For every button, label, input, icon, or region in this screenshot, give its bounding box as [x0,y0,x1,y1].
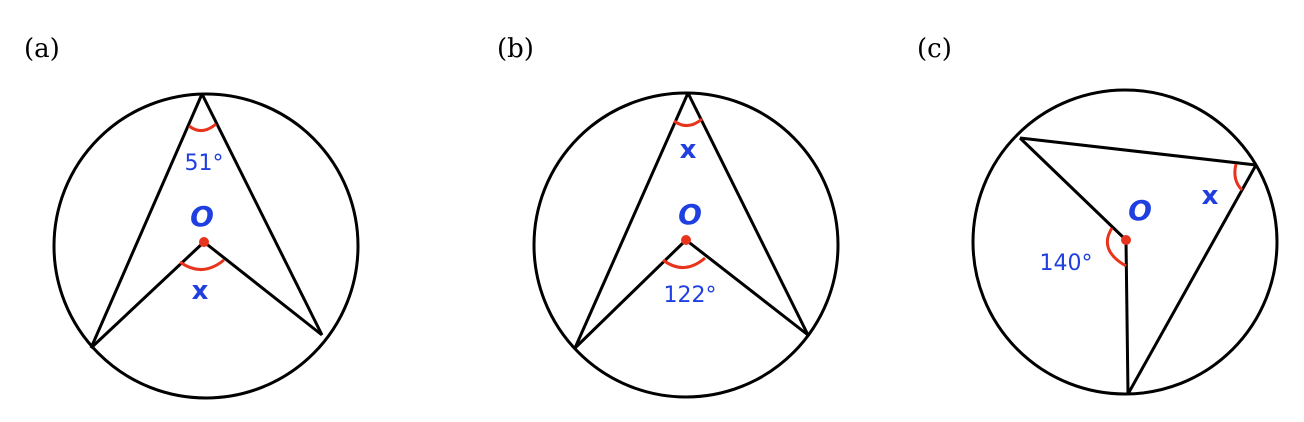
panel-a-circle [52,92,360,400]
panel-a-central-angle-arc [179,258,225,271]
panel-c-chord-right [1126,164,1258,395]
panel-a-chord-left [89,93,204,349]
panel-c-central-angle-label: 140° [1040,251,1093,276]
panel-c-radius-lower [1124,239,1130,395]
panel-c-central-angle-arc [1105,227,1127,268]
panel-a-label: (a) [24,34,60,64]
panel-a-diagram: O 51° x [52,92,360,400]
panel-b-label: (b) [497,34,534,64]
panel-c-label: (c) [917,34,952,64]
panel-a-center-label: O [190,200,214,233]
panel-c-diagram: O x 140° [971,88,1279,396]
panel-a-chord-right [200,93,324,336]
panel-b-center-label: O [678,198,702,231]
panel-c-inscribed-angle-label: x [1202,181,1219,211]
panel-a-inscribed-angle-arc [188,122,217,132]
panel-b-diagram: O x 122° [532,91,840,399]
panel-a-inscribed-angle-label: 51° [185,151,224,176]
panel-c-center-label: O [1128,194,1152,227]
panel-c-chord-top [1019,136,1257,167]
panel-c-radius-upper [1018,136,1128,242]
panel-b-central-angle-label: 122° [664,283,717,308]
panel-a-radius-left [89,240,206,350]
panel-a-center-point [199,237,209,247]
panel-b-center-point [681,235,691,245]
panel-b-central-angle-arc [662,256,706,269]
panel-b-radius-left [573,238,688,350]
panel-a-radius-right [203,240,323,337]
panel-b-radius-right [685,238,809,337]
panel-b-inscribed-angle-arc [673,117,703,127]
panel-b-circle [532,91,840,399]
panel-b-inscribed-angle-label: x [680,135,697,165]
panel-c-inscribed-angle-arc [1233,163,1244,192]
panel-a-central-angle-label: x [192,276,209,306]
panel-b-chord-right [686,92,810,336]
panel-c-center-point [1121,235,1131,245]
panel-c-circle [971,88,1279,396]
panel-b-chord-left [573,92,690,349]
